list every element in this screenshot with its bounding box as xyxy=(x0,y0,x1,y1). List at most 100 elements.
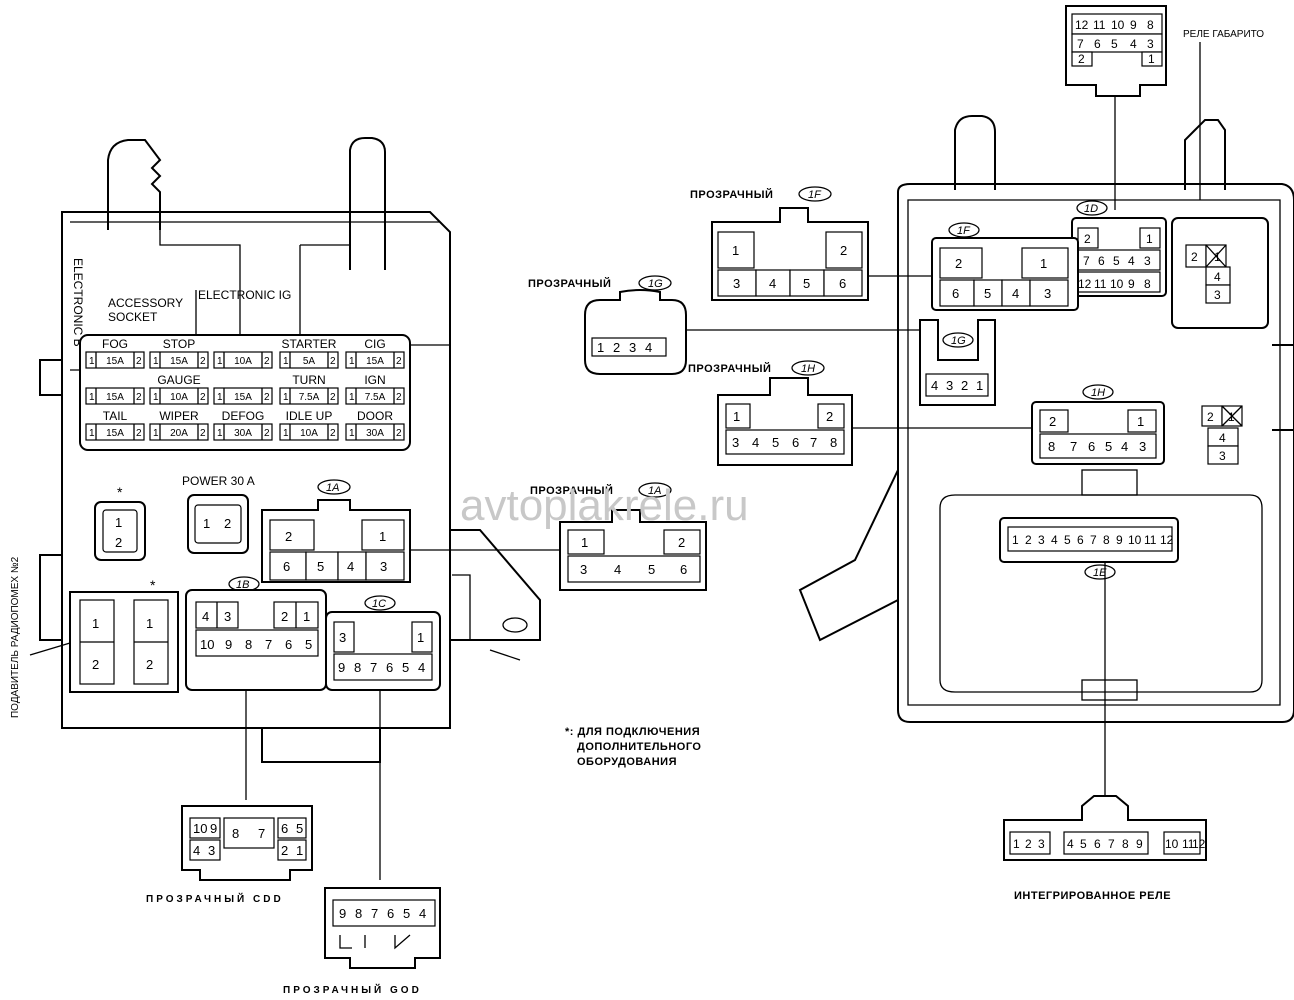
svg-text:5: 5 xyxy=(772,435,779,450)
svg-text:11: 11 xyxy=(1093,18,1106,32)
svg-text:2: 2 xyxy=(1025,837,1032,851)
fuse-amps: 15A xyxy=(106,392,124,403)
god-label: ПРОЗРАЧНЫЙ GOD xyxy=(283,983,422,996)
svg-text:2: 2 xyxy=(1084,232,1091,246)
svg-text:1: 1 xyxy=(146,616,153,631)
svg-text:9: 9 xyxy=(225,637,232,652)
fuse-amps: 10A xyxy=(300,428,318,439)
fuse-amps: 7.5A xyxy=(365,392,386,403)
svg-text:1: 1 xyxy=(92,616,99,631)
svg-text:3: 3 xyxy=(380,559,387,574)
svg-text:2: 2 xyxy=(1191,250,1198,264)
svg-text:4: 4 xyxy=(1128,254,1135,268)
footnote: *: ДЛЯ ПОДКЛЮЧЕНИЯ ДОПОЛНИТЕЛЬНОГО ОБОРУ… xyxy=(565,726,701,768)
svg-text:1D: 1D xyxy=(1084,203,1098,215)
svg-text:2: 2 xyxy=(200,356,206,367)
svg-text:12: 12 xyxy=(1192,837,1206,851)
fuse-amps: 15A xyxy=(366,356,384,367)
svg-text:6: 6 xyxy=(1098,254,1105,268)
svg-text:5: 5 xyxy=(1064,533,1071,547)
svg-text:2: 2 xyxy=(396,428,402,439)
socket-connector: 1 2 xyxy=(94,501,146,561)
svg-text:1: 1 xyxy=(303,609,310,624)
svg-text:3: 3 xyxy=(208,843,215,858)
svg-text:2: 2 xyxy=(136,392,142,403)
svg-text:1: 1 xyxy=(153,428,159,439)
svg-text:2: 2 xyxy=(330,428,336,439)
svg-text:8: 8 xyxy=(355,906,362,921)
svg-text:6: 6 xyxy=(283,559,290,574)
electronic-ig-label: ELECTRONIC IG xyxy=(198,288,291,302)
power-label: POWER 30 A xyxy=(182,474,255,488)
svg-text:6: 6 xyxy=(281,821,288,836)
svg-text:4: 4 xyxy=(614,562,621,577)
svg-text:7: 7 xyxy=(1070,439,1077,454)
svg-text:2: 2 xyxy=(264,356,270,367)
fuse-name: FOG xyxy=(102,337,128,351)
fuse-name: WIPER xyxy=(159,409,199,423)
svg-text:3: 3 xyxy=(339,630,346,645)
accessory-socket-label-1: ACCESSORY xyxy=(108,296,183,310)
svg-text:ПРОЗРАЧНЫЙ: ПРОЗРАЧНЫЙ xyxy=(688,362,771,375)
svg-text:8: 8 xyxy=(354,660,361,675)
svg-text:4: 4 xyxy=(419,906,426,921)
svg-text:12: 12 xyxy=(1075,18,1089,32)
svg-text:8: 8 xyxy=(1147,18,1154,32)
svg-text:1G: 1G xyxy=(648,278,663,290)
svg-text:9: 9 xyxy=(1128,277,1135,291)
fuse-name: CIG xyxy=(364,337,385,351)
svg-text:5: 5 xyxy=(296,821,303,836)
svg-text:10: 10 xyxy=(193,821,207,836)
fuse-name: GAUGE xyxy=(157,373,200,387)
svg-text:2: 2 xyxy=(396,392,402,403)
svg-text:3: 3 xyxy=(1214,288,1221,302)
svg-text:1H: 1H xyxy=(1091,387,1105,399)
svg-text:1: 1 xyxy=(203,516,210,531)
svg-text:7: 7 xyxy=(258,826,265,841)
svg-text:1: 1 xyxy=(89,356,95,367)
svg-text:10: 10 xyxy=(1128,533,1142,547)
svg-text:1: 1 xyxy=(283,392,289,403)
svg-text:4: 4 xyxy=(769,276,776,291)
svg-text:3: 3 xyxy=(732,435,739,450)
svg-text:8: 8 xyxy=(232,826,239,841)
svg-text:1: 1 xyxy=(283,428,289,439)
relay-label: РЕЛЕ ГАБАРИТО xyxy=(1183,29,1264,40)
svg-text:5: 5 xyxy=(1111,37,1118,51)
svg-text:5: 5 xyxy=(1105,439,1112,454)
svg-text:7: 7 xyxy=(1090,533,1097,547)
suppressor-slots: 1 2 1 2 xyxy=(69,591,179,693)
connector-1a-block: 1A 2 1 6 5 4 3 xyxy=(261,479,411,583)
svg-text:9: 9 xyxy=(1130,18,1137,32)
svg-text:6: 6 xyxy=(386,660,393,675)
svg-text:7: 7 xyxy=(810,435,817,450)
svg-text:2: 2 xyxy=(613,340,620,355)
svg-text:2: 2 xyxy=(961,378,968,393)
svg-text:8: 8 xyxy=(1122,837,1129,851)
svg-text:1A: 1A xyxy=(648,485,661,497)
svg-text:8: 8 xyxy=(1144,277,1151,291)
svg-text:3: 3 xyxy=(580,562,587,577)
svg-text:ПРОЗРАЧНЫЙ: ПРОЗРАЧНЫЙ xyxy=(528,277,611,290)
svg-text:5: 5 xyxy=(1113,254,1120,268)
fuse-amps: 15A xyxy=(106,356,124,367)
fuse-amps: 30A xyxy=(234,428,252,439)
svg-text:8: 8 xyxy=(1048,439,1055,454)
svg-text:4: 4 xyxy=(1130,37,1137,51)
svg-text:1: 1 xyxy=(349,356,355,367)
svg-text:4: 4 xyxy=(1214,270,1221,284)
svg-text:5: 5 xyxy=(305,637,312,652)
svg-text:1: 1 xyxy=(1040,256,1047,271)
